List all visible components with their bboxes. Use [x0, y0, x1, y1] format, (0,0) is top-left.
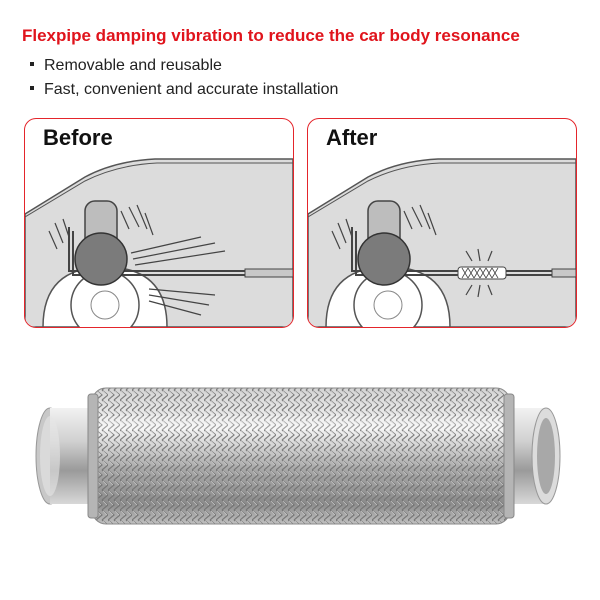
after-illustration	[308, 158, 576, 327]
before-illustration	[25, 158, 293, 327]
flex-pipe-product-image	[35, 387, 561, 525]
feature-list: Removable and reusable Fast, convenient …	[30, 54, 338, 102]
flexpipe-icon	[457, 266, 507, 280]
after-label: After	[326, 125, 378, 150]
bullet-icon	[30, 85, 34, 90]
feature-item: Fast, convenient and accurate installati…	[30, 78, 338, 102]
after-panel: After	[307, 118, 577, 328]
feature-item: Removable and reusable	[30, 54, 338, 78]
before-label: Before	[43, 125, 113, 150]
bullet-icon	[30, 61, 34, 66]
before-panel: Before	[24, 118, 294, 328]
headline: Flexpipe damping vibration to reduce the…	[22, 26, 520, 45]
